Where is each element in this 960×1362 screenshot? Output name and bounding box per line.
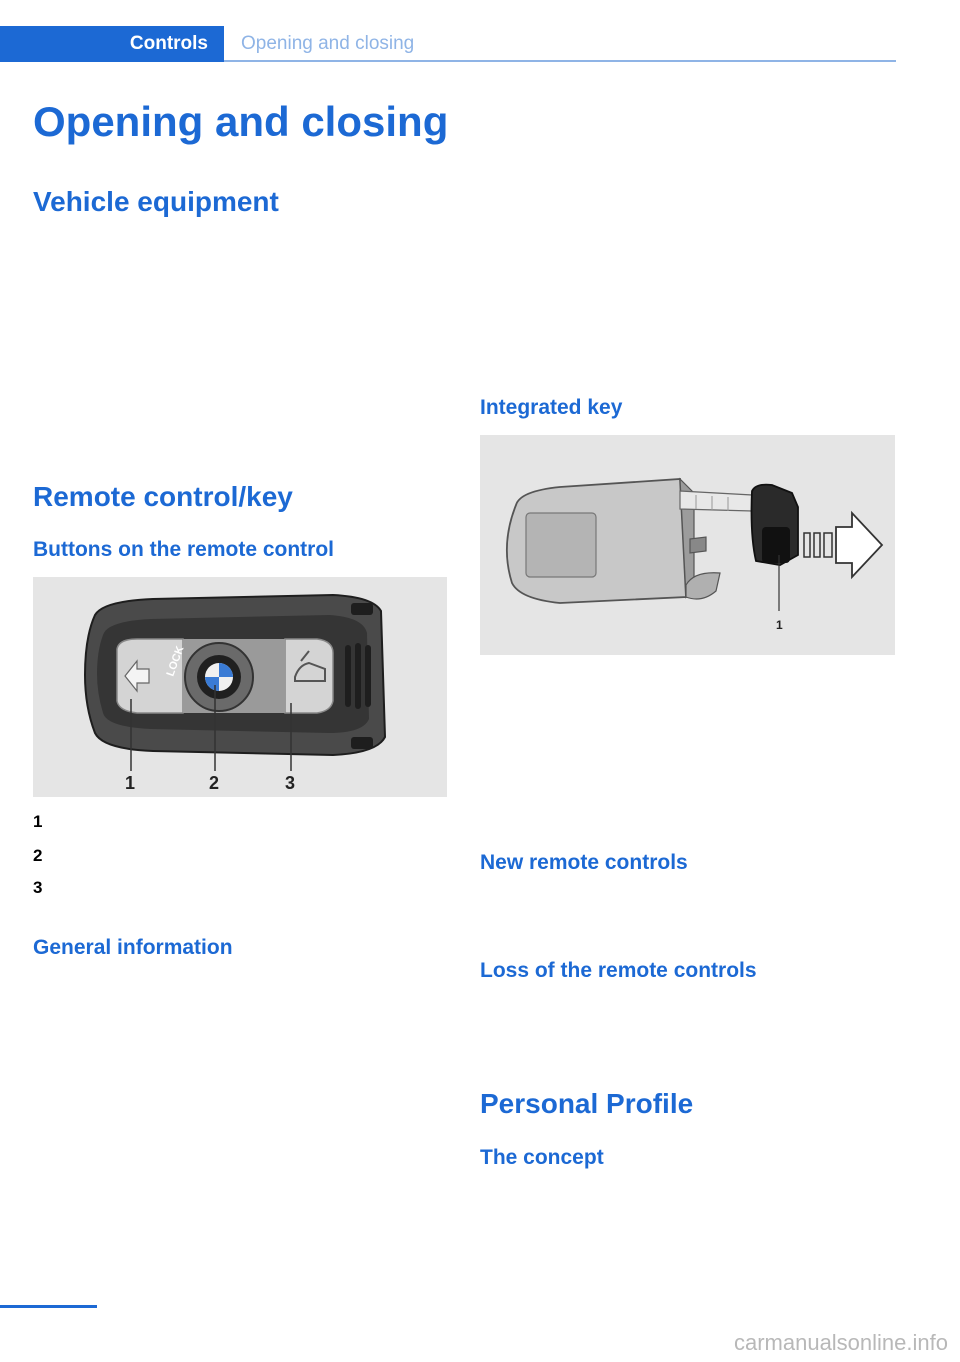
callout-3: 3	[33, 878, 43, 897]
remote-control-figure: LOCK 1 2 3	[33, 577, 447, 797]
integrated-key-figure: 1	[480, 435, 895, 655]
remote-label-3: 3	[285, 773, 295, 793]
heading-personal-profile: Personal Profile	[480, 1088, 694, 1119]
tab-controls[interactable]: Controls	[0, 26, 224, 62]
heading-loss-of-remote-controls: Loss of the remote controls	[480, 959, 757, 982]
watermark: carmanualsonline.info	[733, 1330, 948, 1355]
key-label-1: 1	[776, 618, 783, 632]
callout-2: 2	[33, 846, 43, 865]
heading-new-remote-controls: New remote controls	[480, 851, 688, 874]
header-rule	[224, 60, 896, 62]
header-tab-bar: Controls Opening and closing	[0, 26, 896, 62]
heading-vehicle-equipment: Vehicle equipment	[33, 186, 279, 217]
heading-remote-control-key: Remote control/key	[33, 481, 293, 512]
callout-1: 1	[33, 812, 43, 831]
remote-label-2: 2	[209, 773, 219, 793]
heading-integrated-key: Integrated key	[480, 396, 623, 419]
remote-control-illustration: LOCK 1 2 3	[83, 593, 387, 793]
page-title: Opening and closing	[33, 98, 449, 145]
remote-grille	[345, 643, 371, 709]
footer-rule	[0, 1305, 97, 1308]
heading-general-information: General information	[33, 936, 233, 959]
heading-buttons-on-remote: Buttons on the remote control	[33, 538, 334, 561]
integrated-key-illustration: 1	[505, 477, 884, 632]
remote-label-1: 1	[125, 773, 135, 793]
tab-opening-and-closing[interactable]: Opening and closing	[241, 33, 415, 54]
heading-the-concept: The concept	[480, 1146, 604, 1169]
